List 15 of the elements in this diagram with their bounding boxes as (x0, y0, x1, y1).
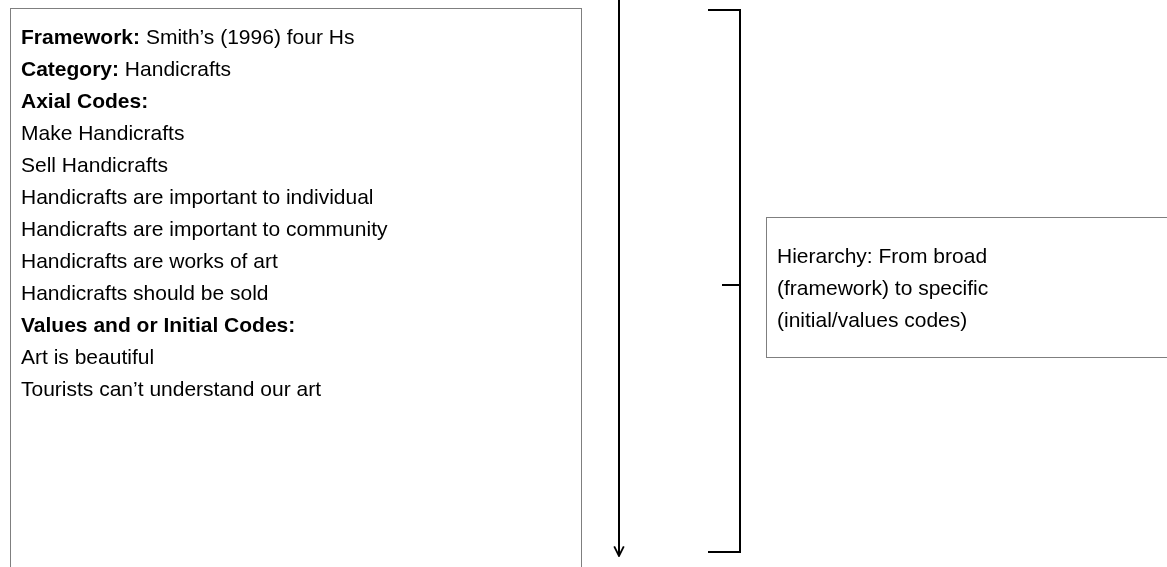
text-box (10, 8, 582, 567)
text-line: Make Handicrafts (21, 120, 185, 146)
text-line: Handicrafts are important to community (21, 216, 388, 242)
text-line: Tourists can’t understand our art (21, 376, 321, 402)
text-line: Art is beautiful (21, 344, 155, 370)
text-line: Handicrafts should be sold (21, 280, 269, 306)
note-box (766, 217, 1167, 358)
text-line: Handicrafts are important to individual (21, 184, 374, 210)
section-heading: Values and or Initial Codes: (21, 312, 296, 338)
text-line: Framework: Smith’s (1996) four Hs (21, 24, 355, 50)
section-heading: Axial Codes: (21, 88, 149, 114)
text-line: Category: Handicrafts (21, 56, 232, 82)
text-line: Handicrafts are works of art (21, 248, 278, 274)
text-line: Sell Handicrafts (21, 152, 169, 178)
text-line: Hierarchy: From broad (framework) to specific (initial/values codes) (777, 243, 990, 333)
